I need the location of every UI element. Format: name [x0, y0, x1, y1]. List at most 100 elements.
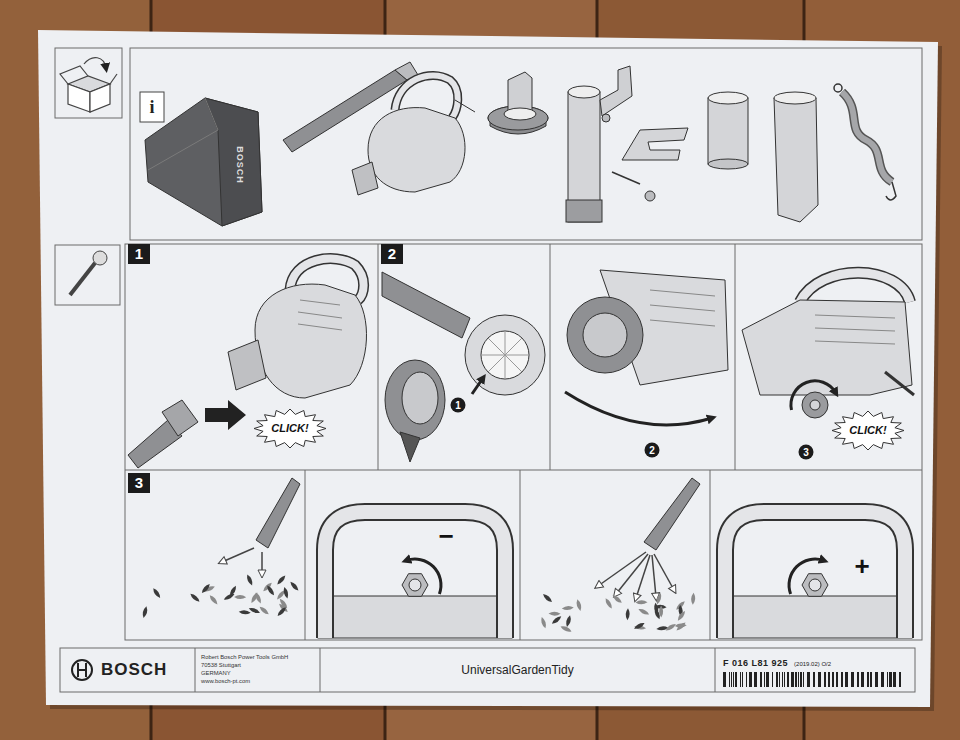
- step3-narrow-figure-part: [256, 478, 300, 548]
- leaves-part: [551, 615, 563, 626]
- parts-overview-part: [568, 86, 600, 98]
- step2b-figure: [565, 270, 728, 425]
- step2a-figure-part: [472, 378, 483, 394]
- leaves-part: [665, 622, 677, 632]
- info-icon-part: [140, 92, 164, 122]
- barcode-bar: [764, 672, 765, 687]
- click-burst: CLICK!: [831, 410, 905, 451]
- product-cell: UniversalGardenTidy: [320, 648, 715, 692]
- part-number-cell: F 016 L81 925(2019.02) O/2: [715, 648, 915, 692]
- leaves-part: [276, 574, 287, 586]
- parts-overview-part: [645, 191, 655, 201]
- parts-overview-part: [708, 92, 748, 104]
- logo-armature: [78, 663, 86, 677]
- barcode-bar: [867, 672, 869, 687]
- unpack-icon-part: [60, 66, 88, 84]
- leaves-part: [266, 584, 276, 596]
- barcode-bar: [857, 672, 859, 687]
- unpack-icon-part: [90, 84, 110, 112]
- address-cell: Robert Bosch Power Tools GmbH70538 Stutt…: [195, 648, 320, 692]
- barcode-bar: [818, 672, 821, 687]
- step2c-figure-part: [791, 381, 836, 410]
- leaves-part: [289, 580, 300, 592]
- barcode-bar: [887, 672, 888, 687]
- address-line: 70538 Stuttgart: [201, 661, 314, 669]
- panel-frames-part: [125, 244, 922, 640]
- leaves-part: [604, 597, 614, 609]
- parts-overview-part: [368, 108, 465, 192]
- barcode-bar: [845, 672, 848, 687]
- click-burst: CLICK!: [253, 408, 327, 449]
- brand-name: BOSCH: [101, 660, 167, 680]
- leaves-part: [276, 606, 287, 617]
- knob-minus-figure-part: [402, 574, 428, 597]
- step-number-text: 3: [134, 474, 144, 492]
- step1-figure-part: [255, 284, 366, 398]
- callout-number: 2: [645, 443, 660, 458]
- barcode-bar: [841, 672, 843, 687]
- parts-overview-part: [145, 98, 262, 226]
- knob-plus-figure-part: [809, 579, 821, 591]
- leaves-part: [239, 610, 251, 615]
- step2a-figure-part: [382, 272, 470, 338]
- barcode-bar: [723, 672, 726, 687]
- parts-overview-part: [708, 159, 748, 169]
- step2b-figure-part: [567, 297, 643, 373]
- step2c-figure-part: [742, 300, 912, 395]
- step2a-figure-part: [481, 331, 529, 379]
- barcode-bar: [779, 672, 780, 687]
- knob-plus-figure-part: [789, 559, 824, 594]
- step2c-figure-part: [802, 392, 828, 418]
- step2a-figure-part: [385, 360, 445, 440]
- panel-frames-part: [320, 648, 321, 692]
- leaves-part: [189, 592, 201, 603]
- parts-overview-part: [488, 106, 548, 130]
- barcode-bar: [742, 672, 743, 687]
- step3-narrow-figure: [222, 478, 300, 574]
- barcode-bar: [813, 672, 815, 687]
- parts-overview-part: [205, 98, 262, 226]
- paper-sheet-part: [38, 30, 938, 707]
- rotation-sign: −: [438, 526, 453, 546]
- panel-frames-part: [130, 48, 922, 240]
- barcode-bar: [795, 672, 797, 687]
- panel-frames-part: [55, 48, 122, 118]
- barcode-bar: [807, 672, 810, 687]
- step2b-figure-part: [650, 290, 715, 326]
- barcode-bar: [760, 672, 762, 687]
- barcode-bar: [776, 672, 778, 687]
- leaves-part: [258, 605, 270, 616]
- knob-minus-figure-part: [325, 512, 505, 638]
- barcode-bar: [899, 672, 901, 687]
- paper-sheet: [38, 30, 942, 711]
- step3-wide-figure-part-part: [654, 554, 674, 590]
- step3-wide-figure-part-part: [652, 555, 656, 597]
- leaves-part: [575, 599, 582, 612]
- barcode-bar: [800, 672, 802, 687]
- leaves-part: [611, 594, 623, 605]
- barcode-bar: [832, 672, 834, 687]
- burst-outline: [254, 409, 326, 448]
- step-number: 2: [381, 244, 403, 264]
- barcode-bar: [735, 672, 737, 687]
- leaves-part: [560, 625, 573, 634]
- parts-overview-part: [504, 108, 536, 120]
- leaves-part: [638, 607, 651, 616]
- step2a-figure-part: [402, 372, 438, 424]
- leaves-part: [655, 592, 663, 605]
- callout-number: 3: [799, 445, 814, 460]
- leaves-part: [691, 593, 696, 605]
- barcode-bar: [731, 672, 732, 687]
- step2c-figure: [742, 273, 914, 418]
- barcode-bar: [754, 672, 757, 687]
- step-number-text: 2: [387, 245, 397, 263]
- blower-icon-part: [70, 263, 95, 295]
- step2a-figure-part: [481, 331, 529, 379]
- leaves-part: [675, 623, 687, 628]
- address-line: www.bosch-pt.com: [201, 677, 314, 685]
- barcode-bar: [782, 672, 783, 687]
- info-icon: [140, 92, 164, 122]
- knob-minus-figure-part: [318, 596, 512, 638]
- step3-narrow-figure-part: [222, 548, 254, 562]
- knob-minus-figure: [318, 512, 512, 638]
